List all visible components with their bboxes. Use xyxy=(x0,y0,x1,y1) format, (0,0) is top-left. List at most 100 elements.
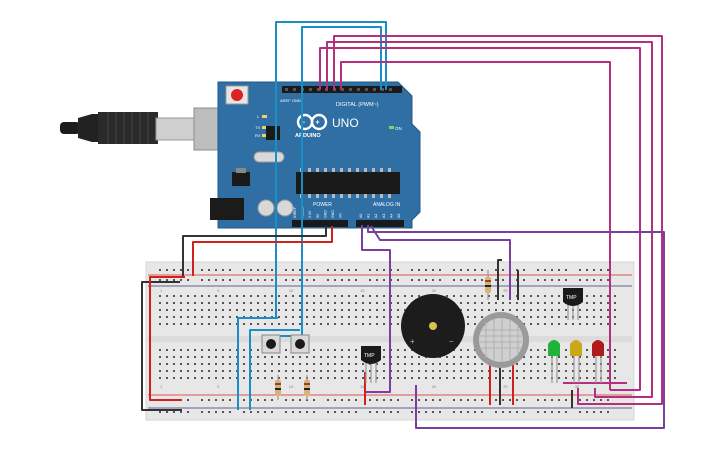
breadboard-hole xyxy=(530,316,532,318)
rail-hole xyxy=(243,411,245,413)
breadboard-hole xyxy=(341,323,343,325)
column-number: 1 xyxy=(160,288,163,293)
reset-button-cap[interactable] xyxy=(231,89,243,101)
breadboard-hole xyxy=(194,363,196,365)
pushbutton-1[interactable] xyxy=(261,334,281,354)
rail-hole xyxy=(180,411,182,413)
rail-hole xyxy=(348,269,350,271)
pushbutton-2[interactable] xyxy=(290,334,310,354)
breadboard-hole xyxy=(334,302,336,304)
breadboard-hole xyxy=(278,356,280,358)
breadboard-hole xyxy=(474,356,476,358)
breadboard-hole xyxy=(544,323,546,325)
breadboard-hole xyxy=(271,363,273,365)
rail-hole xyxy=(180,279,182,281)
breadboard-hole xyxy=(264,356,266,358)
breadboard-hole xyxy=(250,323,252,325)
rail-hole xyxy=(579,269,581,271)
breadboard-hole xyxy=(614,370,616,372)
rail-hole xyxy=(481,411,483,413)
breadboard-hole xyxy=(516,316,518,318)
rail-hole xyxy=(474,411,476,413)
breadboard-hole xyxy=(355,363,357,365)
rail-hole xyxy=(495,279,497,281)
breadboard-hole xyxy=(488,295,490,297)
breadboard-hole xyxy=(467,377,469,379)
breadboard-hole xyxy=(572,356,574,358)
rail-hole xyxy=(250,411,252,413)
rail-hole xyxy=(537,399,539,401)
breadboard-hole xyxy=(495,295,497,297)
breadboard-hole xyxy=(369,309,371,311)
breadboard-hole xyxy=(467,295,469,297)
breadboard-hole xyxy=(614,316,616,318)
breadboard-hole xyxy=(292,363,294,365)
rail-hole xyxy=(565,279,567,281)
breadboard-hole xyxy=(327,356,329,358)
breadboard-hole xyxy=(544,363,546,365)
breadboard-hole xyxy=(397,377,399,379)
breadboard-hole xyxy=(355,309,357,311)
rail-hole xyxy=(544,399,546,401)
breadboard-hole xyxy=(376,302,378,304)
breadboard-hole xyxy=(229,370,231,372)
rail-hole xyxy=(523,269,525,271)
breadboard-hole xyxy=(383,295,385,297)
rail-hole xyxy=(292,411,294,413)
breadboard-hole xyxy=(467,363,469,365)
rail-hole xyxy=(299,269,301,271)
rail-hole xyxy=(593,411,595,413)
breadboard-hole xyxy=(320,349,322,351)
breadboard-hole xyxy=(607,356,609,358)
breadboard-hole xyxy=(418,356,420,358)
breadboard-hole xyxy=(607,302,609,304)
rail-hole xyxy=(334,399,336,401)
breadboard-hole xyxy=(404,309,406,311)
tmp1-label: TMP xyxy=(364,353,375,359)
breadboard-hole xyxy=(495,309,497,311)
rail-hole xyxy=(586,399,588,401)
breadboard-hole xyxy=(159,356,161,358)
breadboard-holes xyxy=(159,269,616,413)
breadboard-hole xyxy=(369,316,371,318)
breadboard-hole xyxy=(299,316,301,318)
breadboard-hole xyxy=(586,363,588,365)
led-red xyxy=(592,340,604,383)
breadboard-hole xyxy=(537,302,539,304)
power-header xyxy=(292,220,348,227)
breadboard-hole xyxy=(292,309,294,311)
breadboard-hole xyxy=(215,356,217,358)
rail-hole xyxy=(348,279,350,281)
breadboard-hole xyxy=(565,370,567,372)
rail-hole xyxy=(558,399,560,401)
rail-hole xyxy=(215,411,217,413)
temperature-sensor-2: TMP xyxy=(563,288,583,320)
breadboard-hole xyxy=(376,363,378,365)
breadboard-hole xyxy=(509,302,511,304)
breadboard-hole xyxy=(271,356,273,358)
rail-hole xyxy=(432,279,434,281)
rail-hole xyxy=(187,399,189,401)
rail-hole xyxy=(600,269,602,271)
breadboard-hole xyxy=(516,309,518,311)
breadboard-hole xyxy=(334,295,336,297)
rail-hole xyxy=(313,411,315,413)
rail-hole xyxy=(222,411,224,413)
wire-magenta-1 xyxy=(319,47,641,391)
breadboard-hole xyxy=(607,370,609,372)
breadboard-hole xyxy=(292,316,294,318)
rail-hole xyxy=(313,399,315,401)
breadboard-hole xyxy=(586,323,588,325)
breadboard-hole xyxy=(215,349,217,351)
breadboard-hole xyxy=(215,323,217,325)
breadboard-hole xyxy=(222,302,224,304)
breadboard-hole xyxy=(446,363,448,365)
breadboard-hole xyxy=(537,323,539,325)
breadboard-hole xyxy=(551,295,553,297)
breadboard-hole xyxy=(558,356,560,358)
breadboard-hole xyxy=(208,370,210,372)
breadboard-hole xyxy=(334,349,336,351)
breadboard-hole xyxy=(243,370,245,372)
breadboard-hole xyxy=(369,370,371,372)
